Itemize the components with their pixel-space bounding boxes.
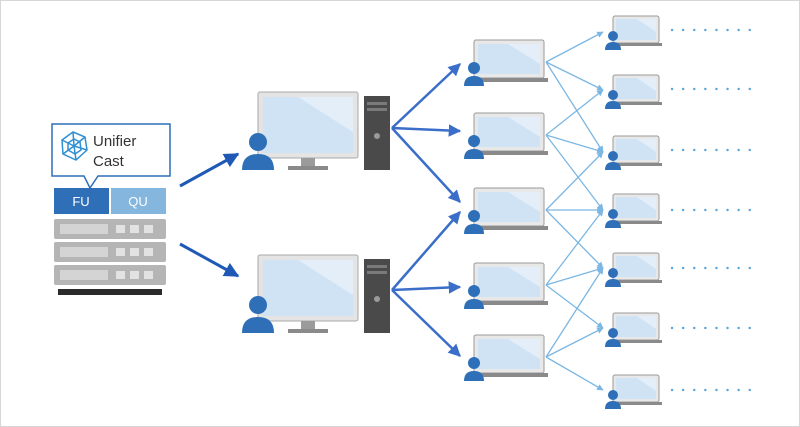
unifier-cast-logo-icon [61,131,88,161]
laptop-tier2-4 [604,193,663,229]
laptop-to-laptop-arrows [545,31,604,391]
desktop-pc-2 [241,254,391,334]
qu-label: QU [128,194,148,209]
qu-block [111,188,166,214]
fu-label: FU [72,194,89,209]
desktop-pc-1 [241,91,391,171]
laptop-tier2-6 [604,312,663,348]
logo-text-line1: Unifier [93,133,136,150]
continuation-dots [670,28,754,392]
laptop-tier2-2 [604,74,663,110]
laptop-tier2-1 [604,15,663,51]
logo-text-line2: Cast [93,153,125,170]
server-to-desktop-arrows [179,152,240,278]
laptop-tier2-5 [604,252,663,288]
laptop-tier1-2 [463,112,549,160]
laptop-tier1-1 [463,39,549,87]
logo-callout: Unifier Cast [51,123,171,190]
fu-block [54,188,109,214]
laptop-tier2-7 [604,374,663,410]
laptop-tier2-3 [604,135,663,171]
server-stack [54,188,166,295]
laptop-tier1-4 [463,262,549,310]
server-base [58,289,162,295]
desktop-to-laptop-arrows [391,63,462,357]
laptop-tier1-3 [463,187,549,235]
laptop-tier1-5 [463,334,549,382]
